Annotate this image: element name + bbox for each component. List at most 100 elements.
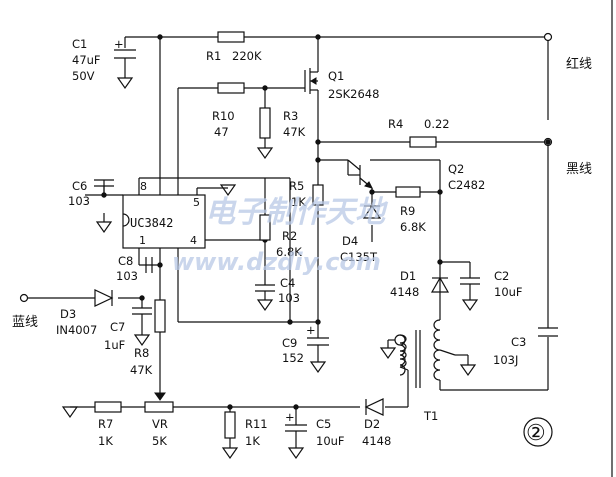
- q2-ref: Q2: [448, 162, 464, 176]
- r5-value: 1K: [291, 195, 306, 209]
- c6-ref: C6: [72, 179, 87, 193]
- resistor-r4: R4 0.22: [388, 117, 450, 148]
- wiring: [24, 36, 549, 448]
- ground-symbols: [61, 77, 479, 460]
- transformer-t1: T1: [394, 319, 456, 423]
- figure-number: ②: [526, 421, 546, 446]
- resistor-r8: R8 47K: [130, 299, 166, 377]
- r10-value: 47: [214, 125, 229, 139]
- c9-ref: C9: [282, 336, 297, 350]
- ground-icon: [221, 447, 239, 460]
- c1-rating: 50V: [72, 69, 95, 83]
- c1-value: 47uF: [72, 53, 101, 67]
- d3-value: IN4007: [56, 323, 97, 337]
- black-wire-label: 黑线: [566, 162, 592, 177]
- potentiometer-vr: VR 5K: [144, 392, 174, 448]
- watermark-title: 电子制作天地: [205, 195, 389, 230]
- ground-icon: [309, 361, 327, 374]
- r1-ref: R1: [206, 49, 221, 63]
- capacitor-c3: C3 103J: [493, 327, 558, 367]
- ground-icon: [116, 77, 134, 90]
- capacitor-c8: C8 103: [116, 254, 153, 283]
- svg-text:+: +: [306, 323, 316, 337]
- ground-icon: [256, 147, 274, 160]
- svg-text:+: +: [285, 410, 295, 424]
- r7-value: 1K: [98, 434, 113, 448]
- resistor-r11: R11 1K: [224, 411, 268, 448]
- ground-icon: [287, 447, 305, 460]
- c9-value: 152: [282, 351, 304, 365]
- ground-icon: [219, 184, 237, 197]
- diode-d1: D1 4148: [390, 269, 450, 299]
- c3-value: 103J: [493, 353, 518, 367]
- ground-icon: [133, 334, 151, 347]
- c5-value: 10uF: [316, 434, 345, 448]
- r2-ref: R2: [282, 229, 297, 243]
- ic-pin-8: 8: [140, 180, 147, 193]
- diode-d2: D2 4148: [362, 398, 391, 448]
- junctions: [101, 34, 551, 410]
- blue-wire-label: 蓝线: [12, 315, 38, 330]
- mosfet-q1: Q1 2SK2648: [304, 62, 379, 101]
- d1-value: 4148: [390, 285, 419, 299]
- c3-ref: C3: [511, 335, 526, 349]
- c1-ref: C1: [72, 37, 87, 51]
- r9-value: 6.8K: [400, 220, 426, 234]
- q1-value: 2SK2648: [328, 87, 379, 101]
- resistor-r2: R2 6.8K: [259, 214, 302, 259]
- d2-value: 4148: [362, 434, 391, 448]
- capacitor-c4: C4 103: [255, 276, 300, 305]
- ground-icon: [95, 221, 113, 234]
- capacitor-c9: + C9 152: [282, 323, 329, 365]
- r8-ref: R8: [134, 346, 149, 360]
- r9-ref: R9: [400, 204, 415, 218]
- r3-value: 47K: [283, 125, 306, 139]
- vr-ref: VR: [152, 417, 168, 431]
- c7-value: 1uF: [104, 338, 125, 352]
- d4-value: C135T: [340, 250, 378, 264]
- diode-d3: D3 IN4007: [56, 289, 114, 337]
- resistor-r9: R9 6.8K: [395, 186, 426, 234]
- ic-name: UC3842: [130, 216, 173, 230]
- c4-ref: C4: [280, 276, 295, 290]
- d3-ref: D3: [60, 307, 76, 321]
- r11-ref: R11: [245, 417, 268, 431]
- c5-ref: C5: [316, 417, 331, 431]
- r11-value: 1K: [245, 434, 260, 448]
- vr-value: 5K: [152, 434, 167, 448]
- blue-wire-terminal[interactable]: [19, 293, 29, 303]
- d1-ref: D1: [400, 269, 416, 283]
- r4-value: 0.22: [424, 117, 450, 131]
- resistor-r1: R1 220K: [206, 31, 262, 63]
- ground-icon: [379, 347, 397, 360]
- r3-ref: R3: [283, 109, 298, 123]
- ground-icon: [459, 364, 477, 377]
- c8-ref: C8: [118, 254, 133, 268]
- red-wire-label: 红线: [566, 56, 592, 72]
- r2-value: 6.8K: [276, 245, 302, 259]
- watermark-url: www.dzdiy.com: [172, 248, 381, 276]
- c4-value: 103: [278, 291, 300, 305]
- q1-ref: Q1: [328, 69, 344, 83]
- c2-ref: C2: [494, 269, 509, 283]
- resistor-r7: R7 1K: [94, 401, 122, 448]
- r5-ref: R5: [289, 179, 304, 193]
- resistor-r3: R3 47K: [259, 107, 306, 139]
- r7-ref: R7: [98, 417, 113, 431]
- r4-ref: R4: [388, 117, 403, 131]
- ic-uc3842: UC3842 8 5 1 4: [122, 180, 206, 249]
- ic-pin-1: 1: [139, 234, 146, 247]
- d4-ref: D4: [342, 234, 358, 248]
- figure-number-circle: [523, 417, 553, 447]
- r1-value: 220K: [232, 49, 262, 63]
- red-wire-terminal[interactable]: [543, 32, 553, 42]
- c2-value: 10uF: [494, 285, 523, 299]
- t1-ref: T1: [423, 409, 438, 423]
- c6-value: 103: [68, 194, 90, 208]
- svg-text:+: +: [114, 37, 124, 51]
- c8-value: 103: [116, 269, 138, 283]
- q2-value: C2482: [448, 178, 485, 192]
- resistor-r10: R10 47: [212, 82, 245, 139]
- r8-value: 47K: [130, 363, 153, 377]
